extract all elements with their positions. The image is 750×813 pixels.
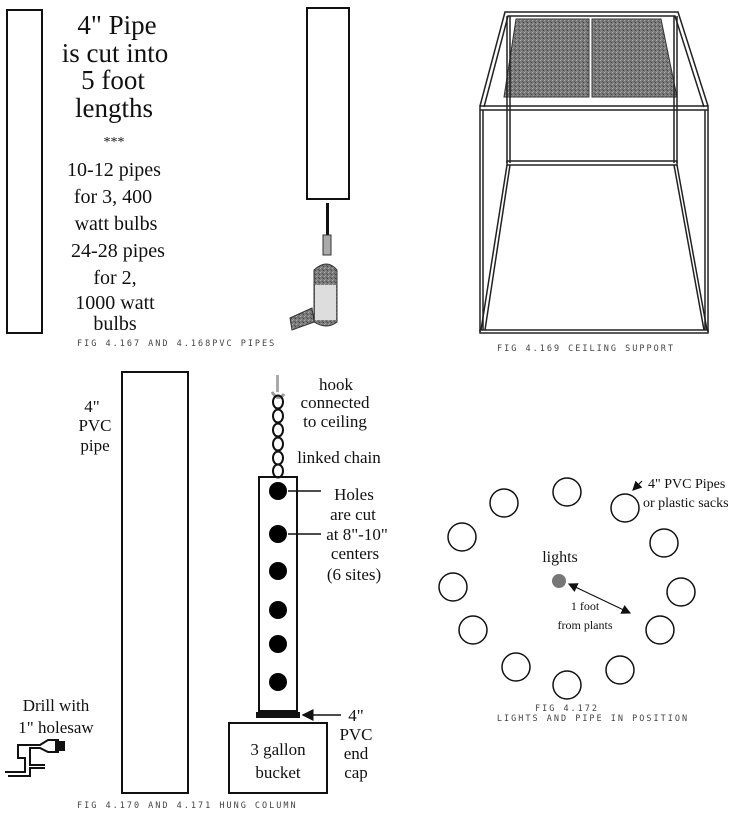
distance-label: from plants [558, 618, 613, 632]
pipes-label: 4" PVC Pipes [648, 477, 725, 492]
bucket [228, 722, 328, 794]
end-cap-label: PVC [339, 725, 372, 744]
chain-label: linked chain [297, 448, 381, 467]
pipe-text-line: is cut into [62, 38, 169, 68]
distance-arrow [567, 583, 632, 614]
hole [269, 601, 287, 619]
pipe-circle [447, 522, 477, 552]
end-cap [256, 712, 300, 718]
pipe-label: PVC [78, 416, 111, 435]
end-cap-label: cap [344, 763, 368, 782]
chain-icon [272, 394, 284, 479]
pipe-text-line: bulbs [93, 313, 137, 335]
hook-label: connected [301, 393, 370, 412]
fig-pvc-pipes: 4" Pipe is cut into 5 foot lengths *** 1… [6, 7, 350, 349]
pipe-being-drilled [306, 7, 350, 200]
light-panel-right [591, 18, 678, 98]
holes-group [269, 482, 287, 691]
caption-fig-4-167: FIG 4.167 AND 4.168PVC PIPES [77, 339, 276, 349]
hole [269, 525, 287, 543]
pipe-circle [552, 477, 582, 507]
bucket-label: 3 gallon [250, 740, 306, 759]
pipe-text-line: 24-28 pipes [71, 240, 165, 262]
hook-icon [270, 375, 286, 399]
pipe-text-line: 5 foot [81, 65, 145, 95]
pipe-circle [552, 670, 582, 700]
caption-fig-4-169: FIG 4.169 CEILING SUPPORT [497, 344, 675, 354]
hole [269, 635, 287, 653]
holes-label: Holes [334, 485, 374, 504]
tall-pvc-pipe [121, 371, 189, 794]
bucket-label: bucket [255, 763, 301, 782]
caption-fig-4-170: FIG 4.170 AND 4.171 HUNG COLUMN [77, 801, 298, 811]
light-panel-left [503, 18, 590, 98]
pipe-circle [438, 572, 468, 602]
pipe-ring [438, 477, 696, 700]
pipe-circle [489, 488, 519, 518]
holes-label: are cut [330, 505, 376, 524]
pipe-circle [645, 615, 675, 645]
pipe-circle [610, 493, 640, 523]
hook-label: to ceiling [303, 412, 367, 431]
holes-label: centers [331, 544, 379, 563]
pipe-text-line: lengths [75, 93, 153, 123]
pipes-label: or plastic sacks [643, 496, 729, 511]
drill-label: 1" holesaw [18, 718, 94, 737]
end-cap-label: end [344, 744, 369, 763]
hook-label: hook [319, 375, 354, 394]
caption-fig-4-172: FIG 4.172 [535, 704, 599, 714]
pipe-text-line: *** [104, 135, 125, 150]
pipe-circle [666, 577, 696, 607]
frame [479, 11, 709, 334]
holes-label: at 8"-10" [326, 525, 388, 544]
hole [269, 673, 287, 691]
drill-icon [289, 203, 338, 331]
end-cap-label: 4" [348, 706, 363, 725]
pipe-text-line: 1000 watt [75, 292, 155, 314]
pipe-circle [458, 615, 488, 645]
pipe-circle [605, 655, 635, 685]
fig-hung-column: 4" PVC pipe Drill with 1" holesaw [5, 371, 388, 811]
drill-holesaw-icon [5, 739, 65, 777]
lights-dot [552, 574, 566, 588]
distance-label: 1 foot [571, 599, 600, 613]
pipe-text-line: watt bulbs [75, 213, 158, 235]
pipe-circle [501, 652, 531, 682]
pipes-pointer [632, 480, 643, 491]
pipe-5ft [6, 9, 43, 334]
drill-label: Drill with [23, 696, 90, 715]
caption-fig-4-172-sub: LIGHTS AND PIPE IN POSITION [497, 714, 689, 724]
hole [269, 562, 287, 580]
lights-label: lights [542, 549, 578, 566]
pipe-label: 4" [84, 397, 99, 416]
hung-column-pipe [258, 476, 298, 712]
pipe-label: pipe [80, 436, 109, 455]
holes-label: (6 sites) [327, 565, 381, 584]
hole [269, 482, 287, 500]
fig-ceiling-support: FIG 4.169 CEILING SUPPORT [479, 11, 709, 354]
pipe-text-line: for 3, 400 [74, 186, 152, 208]
pipe-circle [649, 528, 679, 558]
pipe-text-line: 4" Pipe [77, 10, 156, 40]
pipe-text-line: for 2, [93, 267, 136, 289]
pipe-text-line: 10-12 pipes [67, 159, 161, 181]
fig-lights-layout: 4" PVC Pipes or plastic sacks lights 1 f… [438, 477, 729, 724]
